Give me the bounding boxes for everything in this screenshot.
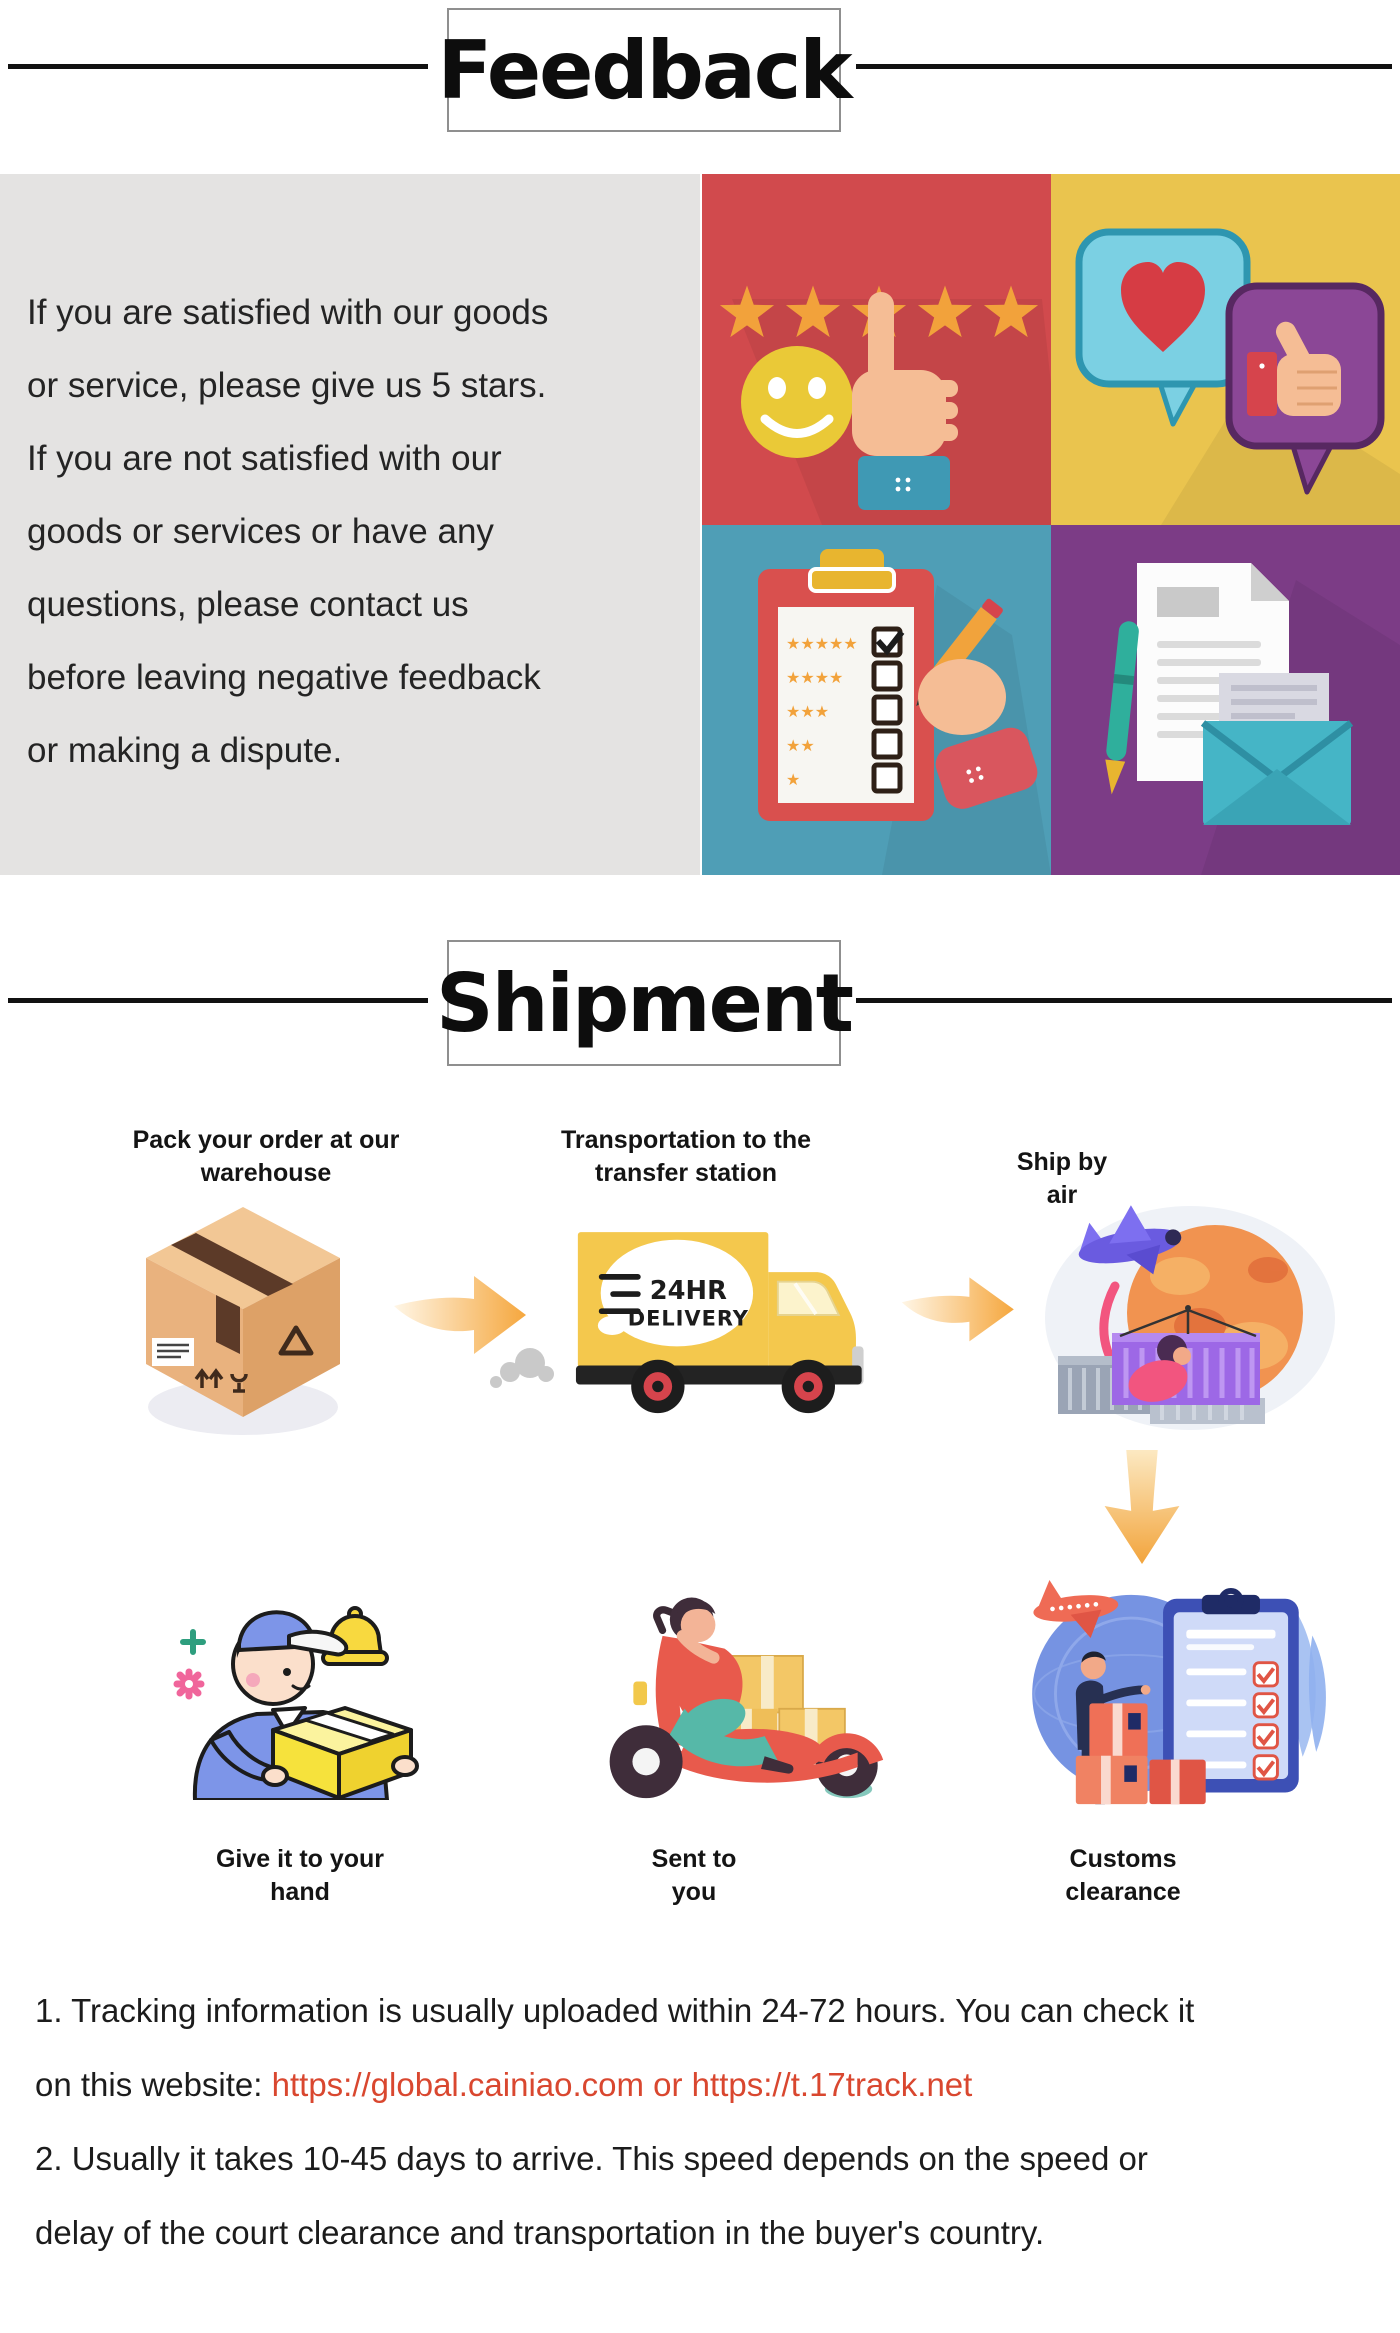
shipment-title-box: Shipment: [436, 940, 854, 1066]
feedback-text-panel: If you are satisfied with our goods or s…: [0, 174, 700, 875]
smiley-face-icon: [741, 346, 853, 458]
feedback-title: Feedback: [437, 23, 852, 117]
heart-speech-bubble-icon: [1075, 228, 1251, 427]
stars-row-4: ★★★★: [786, 668, 843, 687]
flower-icon: [173, 1668, 205, 1700]
feedback-title-right-rule: [856, 64, 1392, 69]
five-star-rating-icon: [719, 285, 1051, 525]
stars-row-1: ★: [786, 770, 800, 789]
pointing-hand-icon: [852, 292, 958, 510]
recycle-mark: [278, 1325, 314, 1356]
arrow-down-icon: [1100, 1447, 1184, 1567]
stars-row-2: ★★: [786, 736, 815, 755]
quadrant-rating: [702, 174, 1051, 525]
truck-badge-line2: DELIVERY: [628, 1306, 749, 1330]
airplane-icon: [1078, 1205, 1182, 1275]
feedback-title-box: Feedback: [437, 8, 853, 132]
courier-handing-package-icon: [155, 1580, 425, 1800]
step-label-transportation: Transportation to the transfer station: [561, 1126, 811, 1187]
scooter-delivery-icon: [575, 1572, 885, 1800]
stars-row-3: ★★★: [786, 702, 829, 721]
customs-clipboard: [1163, 1588, 1299, 1793]
shipping-notes: 1. Tracking information is usually uploa…: [35, 1974, 1383, 2270]
feedback-paragraph: If you are satisfied with our goods or s…: [27, 293, 549, 770]
delivery-truck-icon: 24HR DELIVERY: [560, 1215, 890, 1415]
feedback-illustration: ★★★★★ ★★★★ ★★★ ★★ ★: [702, 174, 1400, 875]
thumbs-up-speech-bubble-icon: [1225, 282, 1385, 495]
note-delivery-time: 2. Usually it takes 10-45 days to arrive…: [35, 2140, 1148, 2251]
customs-checklist-icon: [1000, 1558, 1330, 1810]
checkmark: [875, 630, 905, 656]
checkboxes: [871, 626, 903, 794]
step-label-pack-warehouse: Pack your order at our warehouse: [132, 1126, 400, 1187]
shipment-title-left-rule: [8, 998, 428, 1003]
like-bubbles-icon: [1075, 228, 1400, 525]
checklist-star-rows: ★★★★★ ★★★★ ★★★ ★★ ★: [786, 634, 858, 789]
quadrant-contact: [1051, 525, 1400, 875]
arrow-right-icon: [898, 1272, 1023, 1352]
envelope-letter-icon: [1200, 673, 1354, 825]
fragile-marks: [194, 1368, 248, 1393]
truck-wheels: [631, 1359, 835, 1414]
quadrant-likes: [1051, 174, 1400, 525]
contact-message-icon: [1105, 563, 1400, 875]
step-label-sent-to-you: Sent to you: [651, 1845, 737, 1906]
cargo-plane-icon: [1033, 1579, 1119, 1639]
tracking-links[interactable]: https://global.cainiao.com or https://t.…: [271, 2066, 973, 2103]
package-box-icon: [118, 1192, 368, 1442]
rating-checklist-clipboard-icon: ★★★★★ ★★★★ ★★★ ★★ ★: [758, 549, 1051, 875]
note-tracking: 1. Tracking information is usually uploa…: [35, 1974, 1383, 2122]
step-label-ship-by-air: Ship by air: [1016, 1148, 1108, 1209]
truck-badge-line1: 24HR: [650, 1276, 727, 1306]
customs-parcels: [1075, 1703, 1206, 1805]
step-label-customs-clearance: Customs clearance: [1065, 1845, 1181, 1906]
pen-icon: [1105, 621, 1139, 795]
shipment-title-right-rule: [856, 998, 1392, 1003]
smoke-puffs: [490, 1348, 554, 1388]
hand-writing-check-icon: [916, 598, 1038, 809]
plane-globe-containers-icon: [1030, 1198, 1340, 1433]
shipment-title: Shipment: [435, 956, 854, 1050]
package-in-hands: [261, 1706, 419, 1800]
cargo-containers: [1058, 1305, 1265, 1424]
rider-figure: [669, 1597, 794, 1774]
sparkle-icon: [180, 1629, 206, 1655]
note-tracking-text: 1. Tracking information is usually uploa…: [35, 1992, 1195, 2103]
arrow-right-icon: [390, 1268, 565, 1398]
feedback-title-left-rule: [8, 64, 428, 69]
step-label-give-to-hand: Give it to your hand: [215, 1845, 385, 1906]
quadrant-checklist: ★★★★★ ★★★★ ★★★ ★★ ★: [702, 525, 1051, 875]
person-figure: [1128, 1335, 1191, 1402]
stars-row-5: ★★★★★: [786, 634, 858, 653]
